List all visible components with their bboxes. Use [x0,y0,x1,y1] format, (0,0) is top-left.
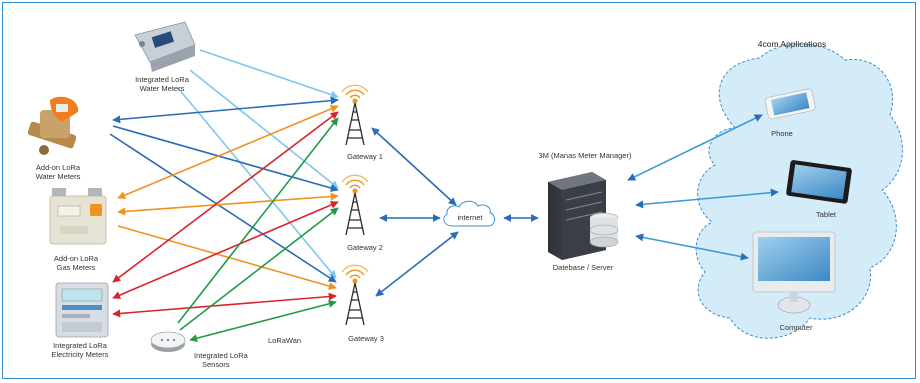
gateway-1-antenna-icon [341,84,369,146]
label-gas-2: Gas Meters [57,263,96,272]
gateway-2-antenna-icon [341,174,369,236]
arrow-gas-2 [117,192,339,216]
label-water-addon-2: Water Meters [36,172,81,181]
label-electricity-1: Integrated LoRa [53,341,108,350]
arrow-sensor-2 [179,207,339,331]
label-lorawan: LoRaWan [268,336,301,345]
water-meter-icon [134,21,196,72]
label-gateway-3: Gateway 3 [348,334,384,343]
label-gateway-2: Gateway 2 [347,243,383,252]
arrow-gas-1 [117,105,339,199]
arrow-sensor-1 [177,117,339,324]
server-icon [548,172,619,260]
apps-title: 4com Applications [758,39,827,49]
label-sensor-2: Sensors [202,360,230,369]
arrow-addon-water-1 [112,96,339,124]
cloud-icon [443,200,496,227]
label-server: Datebase / Server [553,263,614,272]
label-phone: Phone [771,129,793,138]
arrow-water-to-gateway1 [199,49,339,99]
label-manager: 3M (Manas Meter Manager) [539,151,632,160]
arrow-server-phone [627,114,763,181]
label-water-integrated-2: Water Meters [140,84,185,93]
add-on-water-meter-icon [27,96,79,155]
arrow-gw3-internet [375,231,459,297]
label-tablet: Tablet [816,210,837,219]
tablet-icon [786,160,852,204]
label-computer: Computer [780,323,813,332]
arrow-server-tablet [635,188,779,209]
arrow-elec-2 [112,201,339,299]
gas-meter-icon [49,188,107,245]
label-water-addon-1: Add-on LoRa [36,163,81,172]
arrow-gw1-internet [371,127,457,206]
label-gateway-1: Gateway 1 [347,152,383,161]
label-sensor-1: Integrated LoRa [194,351,249,360]
arrow-addon-water-3 [109,133,337,283]
electricity-meter-icon [55,282,109,338]
connection-arrows [109,49,779,343]
arrow-server-computer [635,233,749,261]
label-water-integrated-1: Integrated LoRa [135,75,190,84]
sensor-icon [150,331,186,352]
gateway-3-antenna-icon [341,264,369,326]
arrow-sensor-3 [189,299,337,343]
phone-icon [764,88,816,120]
computer-icon [752,231,836,314]
label-internet: internet [457,213,483,222]
label-gas-1: Add-on LoRa [54,254,99,263]
label-electricity-2: Electricity Meters [51,350,108,359]
